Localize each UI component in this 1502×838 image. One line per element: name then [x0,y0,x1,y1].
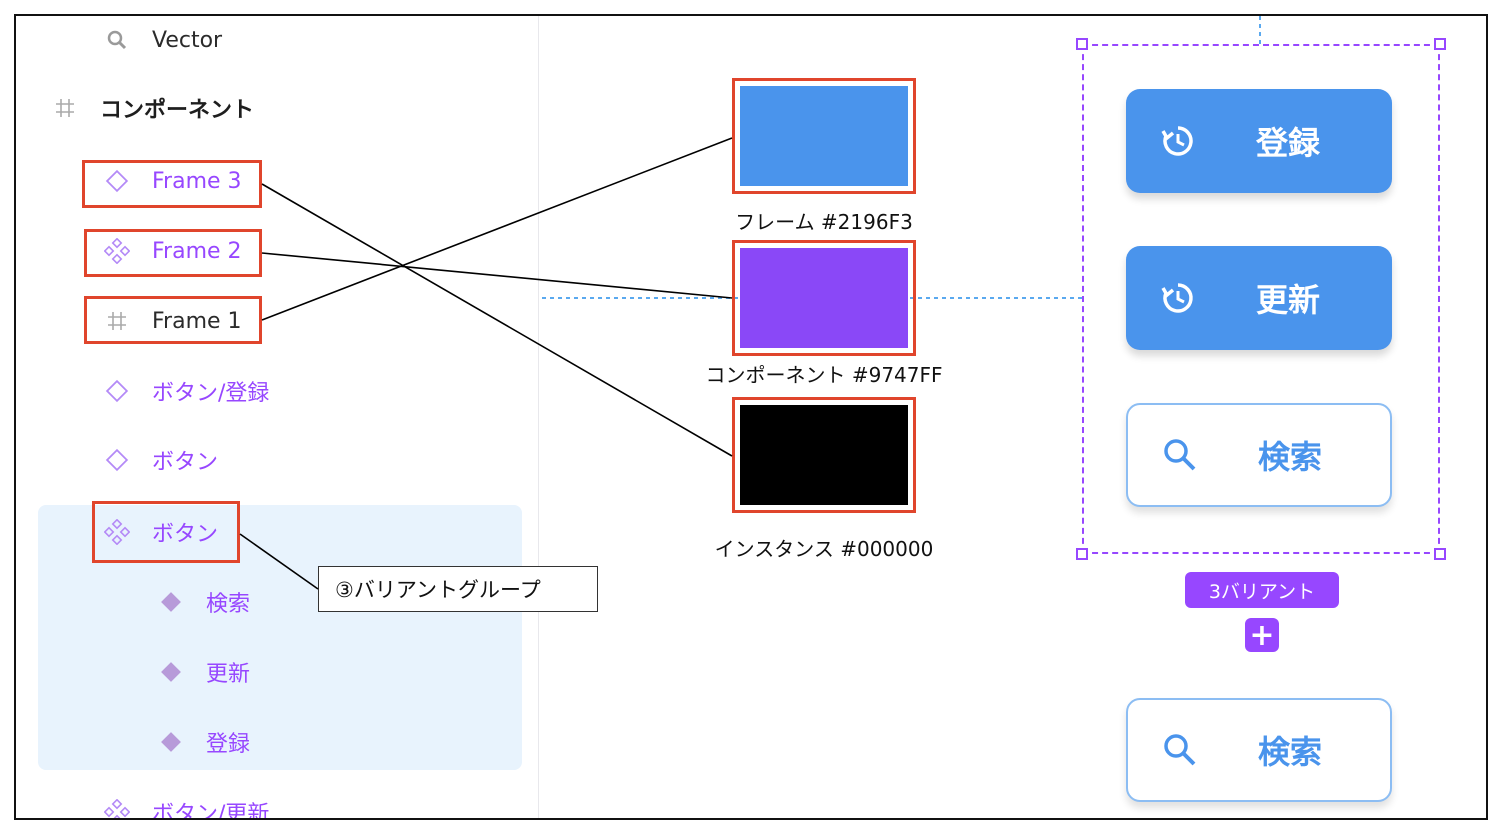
add-variant-button[interactable]: + [1245,618,1279,653]
search-icon [1158,433,1202,477]
layer-frame-1[interactable]: Frame 1 [102,301,242,341]
button-label: 検索 [1258,438,1323,476]
hash-icon [50,93,80,123]
highlight-frame-1 [84,296,262,344]
refresh-icon [1156,119,1200,163]
button-label: 検索 [1258,733,1323,771]
swatch-frame-label: フレーム #2196F3 [735,210,913,234]
layer-label: Vector [152,27,223,53]
layer-label: ボタン [152,450,219,475]
variant-button-register[interactable]: 登録 [1126,89,1392,193]
layer-label: コンポーネント [100,98,255,123]
highlight-frame-2 [84,229,262,277]
hash-icon [102,306,132,336]
layer-frame-2[interactable]: Frame 2 [102,231,242,271]
layer-button-variant-group[interactable]: ボタン [102,512,218,552]
layer-variant-update[interactable]: 更新 [156,652,250,692]
swatch-component-label: コンポーネント #9747FF [705,363,943,387]
layer-frame-3[interactable]: Frame 3 [102,161,242,201]
layer-label: 更新 [206,662,251,687]
layer-button-register[interactable]: ボタン/登録 [102,371,269,411]
highlight-variant-group [92,501,240,563]
component-set-frame[interactable] [1082,44,1440,554]
component-set-icon [102,797,132,818]
canvas[interactable]: Vector コンポーネント Frame 3 Frame 2 Frame 1 [14,14,1488,820]
button-label: 更新 [1256,281,1321,319]
swatch-component-fill [740,248,908,348]
layer-section-components[interactable]: コンポーネント [50,88,254,128]
component-set-icon [102,236,132,266]
layer-label: Frame 3 [152,168,242,194]
layer-variant-register[interactable]: 登録 [156,722,250,762]
variant-diamond-icon [156,587,186,617]
component-set-icon [102,517,132,547]
swatch-frame-fill [740,86,908,186]
variant-count-badge: 3バリアント [1185,572,1339,608]
layer-label: 検索 [206,592,251,617]
resize-handle-tl[interactable] [1076,38,1088,50]
swatch-instance-fill [740,405,908,505]
component-diamond-icon [102,166,132,196]
layer-label: 登録 [206,732,251,757]
swatch-instance-label: インスタンス #000000 [714,537,934,561]
swatch-instance [732,397,916,513]
resize-handle-bl[interactable] [1076,548,1088,560]
layer-button-update[interactable]: ボタン/更新 [102,792,270,820]
instance-button-search[interactable]: 検索 [1126,698,1392,802]
variant-button-update[interactable]: 更新 [1126,246,1392,350]
layer-label: Frame 1 [152,308,242,334]
swatch-component [732,240,916,356]
swatch-frame [732,78,916,194]
variant-group-callout: ③バリアントグループ [318,566,598,612]
variant-diamond-icon [156,727,186,757]
resize-handle-br[interactable] [1434,548,1446,560]
layer-vector[interactable]: Vector [102,20,222,60]
layer-variant-search[interactable]: 検索 [156,582,250,622]
layer-label: ボタン/登録 [152,381,270,406]
layer-label: Frame 2 [152,238,242,264]
search-icon [1158,728,1202,772]
component-diamond-icon [102,445,132,475]
layer-label: ボタン [152,522,219,547]
button-label: 登録 [1256,124,1321,162]
resize-handle-tr[interactable] [1434,38,1446,50]
component-diamond-icon [102,376,132,406]
layer-button[interactable]: ボタン [102,440,218,480]
variant-button-search[interactable]: 検索 [1126,403,1392,507]
variant-diamond-icon [156,657,186,687]
refresh-icon [1156,276,1200,320]
layer-label: ボタン/更新 [152,802,270,820]
search-icon [102,25,132,55]
highlight-frame-3 [82,160,262,208]
